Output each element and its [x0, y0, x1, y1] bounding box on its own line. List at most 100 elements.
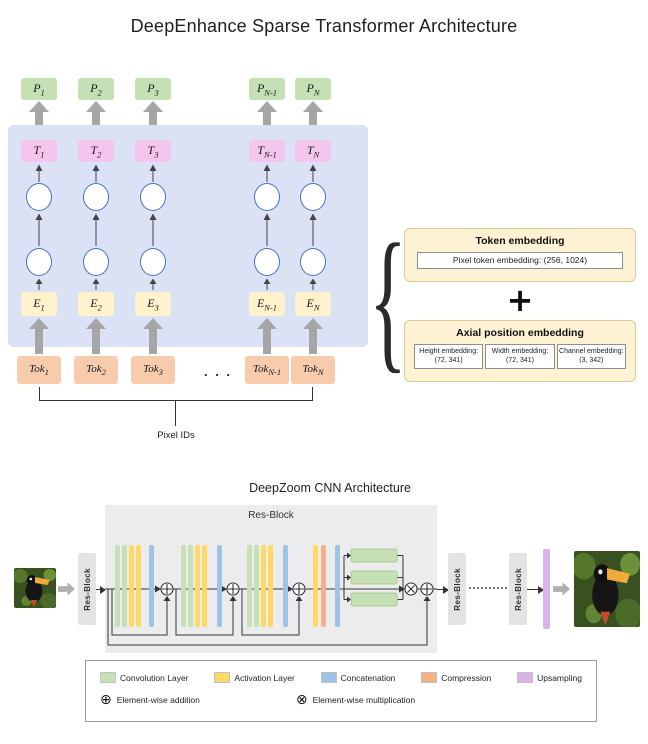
attention-node-lower: [254, 248, 280, 276]
plus-icon: +: [506, 281, 534, 319]
transformer-title: DeepEnhance Sparse Transformer Architect…: [130, 16, 518, 36]
legend-item-concatenation: Concatenation: [320, 672, 396, 683]
activation-swatch: [214, 672, 231, 683]
element-wise-addition-icon: ⊕: [100, 692, 112, 708]
legend-item-compression: Compression: [421, 672, 491, 683]
cnn-title: DeepZoom CNN Architecture: [249, 481, 411, 495]
dotted-connector: [469, 587, 507, 589]
transformer-output-box: T1: [21, 140, 57, 162]
up-arrow-icon: [303, 318, 323, 354]
legend-item-upsampling: Upsampling: [517, 672, 582, 683]
legend-layers-row: Convolution Layer Activation Layer Conca…: [86, 661, 596, 683]
attention-node-lower: [26, 248, 52, 276]
embedding-box: EN-1: [249, 292, 285, 316]
input-image: [14, 568, 56, 608]
token-box: TokN-1: [245, 356, 289, 384]
arrow-up-icon: [309, 213, 317, 246]
arrow-up-icon: [263, 164, 271, 182]
arrow-up-icon: [92, 164, 100, 182]
pixel-ids-label: Pixel IDs: [157, 430, 195, 441]
res-block-panel-label: Res-Block: [248, 510, 294, 521]
channel-embedding-cell: Channel embedding:(3, 342): [556, 344, 626, 369]
arrow-up-icon: [149, 213, 157, 246]
token-box: TokN: [291, 356, 335, 384]
legend-label: Element-wise addition: [116, 695, 200, 705]
embedding-box: E2: [78, 292, 114, 316]
transformer-column: P1 T1 E1 Tok1: [17, 78, 61, 388]
patch-prediction-box: PN: [295, 78, 331, 100]
up-arrow-icon: [29, 318, 49, 354]
token-embedding-title: Token embedding: [475, 235, 565, 247]
transformer-output-box: T2: [78, 140, 114, 162]
up-arrow-icon: [257, 318, 277, 354]
attention-node-upper: [300, 183, 326, 211]
arrow-up-icon: [35, 164, 43, 182]
arrow-up-icon: [35, 278, 43, 290]
res-block-internals: [105, 545, 437, 646]
legend-label: Activation Layer: [234, 672, 295, 683]
attention-node-lower: [140, 248, 166, 276]
attention-node-lower: [83, 248, 109, 276]
token-box: Tok1: [17, 356, 61, 384]
width-embedding-cell: Width embedding:(72, 341): [485, 344, 555, 369]
connector-arrow: [96, 585, 106, 594]
upsampling-layer-bar: [543, 549, 550, 629]
up-arrow-icon: [143, 101, 163, 125]
axial-position-embedding-box: Axial position embedding Height embeddin…: [404, 320, 636, 382]
patch-prediction-box: P2: [78, 78, 114, 100]
arrow-up-icon: [149, 164, 157, 182]
right-arrow-icon: [58, 582, 75, 596]
transformer-output-box: T3: [135, 140, 171, 162]
transformer-column: PN-1 TN-1 EN-1 TokN-1: [245, 78, 289, 388]
transformer-output-box: TN-1: [249, 140, 285, 162]
token-embedding-value: Pixel token embedding: (256, 1024): [417, 252, 623, 269]
element-wise-multiplication-icon: ⊗: [295, 692, 308, 708]
legend-box: Convolution Layer Activation Layer Conca…: [85, 660, 597, 722]
res-block-input: Res-Block: [78, 553, 96, 625]
arrow-up-icon: [263, 213, 271, 246]
res-block-output-2: Res-Block: [509, 553, 527, 625]
transformer-output-box: TN: [295, 140, 331, 162]
transformer-column: PN TN EN TokN: [291, 78, 335, 388]
height-embedding-cell: Height embedding:(72, 341): [414, 344, 484, 369]
curly-brace-icon: {: [369, 212, 407, 387]
legend-item-activation: Activation Layer: [214, 672, 295, 683]
arrow-up-icon: [35, 213, 43, 246]
arrow-up-icon: [92, 278, 100, 290]
upsampling-swatch: [517, 672, 534, 683]
attention-node-lower: [300, 248, 326, 276]
legend-operations-row: ⊕ Element-wise addition ⊗ Element-wise m…: [86, 683, 596, 707]
up-arrow-icon: [86, 101, 106, 125]
legend-label: Concatenation: [340, 672, 396, 683]
up-arrow-icon: [86, 318, 106, 354]
patch-prediction-box: P3: [135, 78, 171, 100]
legend-label: Compression: [441, 672, 492, 683]
right-arrow-icon: [553, 582, 570, 596]
arrow-up-icon: [92, 213, 100, 246]
convolution-swatch: [100, 672, 116, 683]
res-block-panel: Res-Block: [105, 505, 437, 653]
up-arrow-icon: [143, 318, 163, 354]
embedding-box: E3: [135, 292, 171, 316]
token-embedding-box: Token embedding Pixel token embedding: (…: [404, 228, 636, 282]
arrow-up-icon: [309, 278, 317, 290]
output-image: [574, 551, 640, 627]
legend-item-convolution: Convolution Layer: [100, 672, 189, 683]
connector-arrow: [437, 585, 449, 594]
ellipsis-label: . . .: [203, 364, 233, 379]
res-block-output-1: Res-Block: [448, 553, 466, 625]
concatenation-swatch: [320, 672, 337, 683]
arrow-up-icon: [309, 164, 317, 182]
compression-swatch: [421, 672, 438, 683]
embedding-box: E1: [21, 292, 57, 316]
legend-label: Element-wise multiplication: [312, 695, 416, 705]
patch-prediction-box: PN-1: [249, 78, 285, 100]
up-arrow-icon: [257, 101, 277, 125]
axial-embedding-title: Axial position embedding: [456, 327, 584, 339]
token-box: Tok2: [74, 356, 118, 384]
up-arrow-icon: [29, 101, 49, 125]
legend-label: Convolution Layer: [120, 672, 189, 683]
attention-node-upper: [83, 183, 109, 211]
legend-label: Upsampling: [537, 672, 582, 683]
up-arrow-icon: [303, 101, 323, 125]
